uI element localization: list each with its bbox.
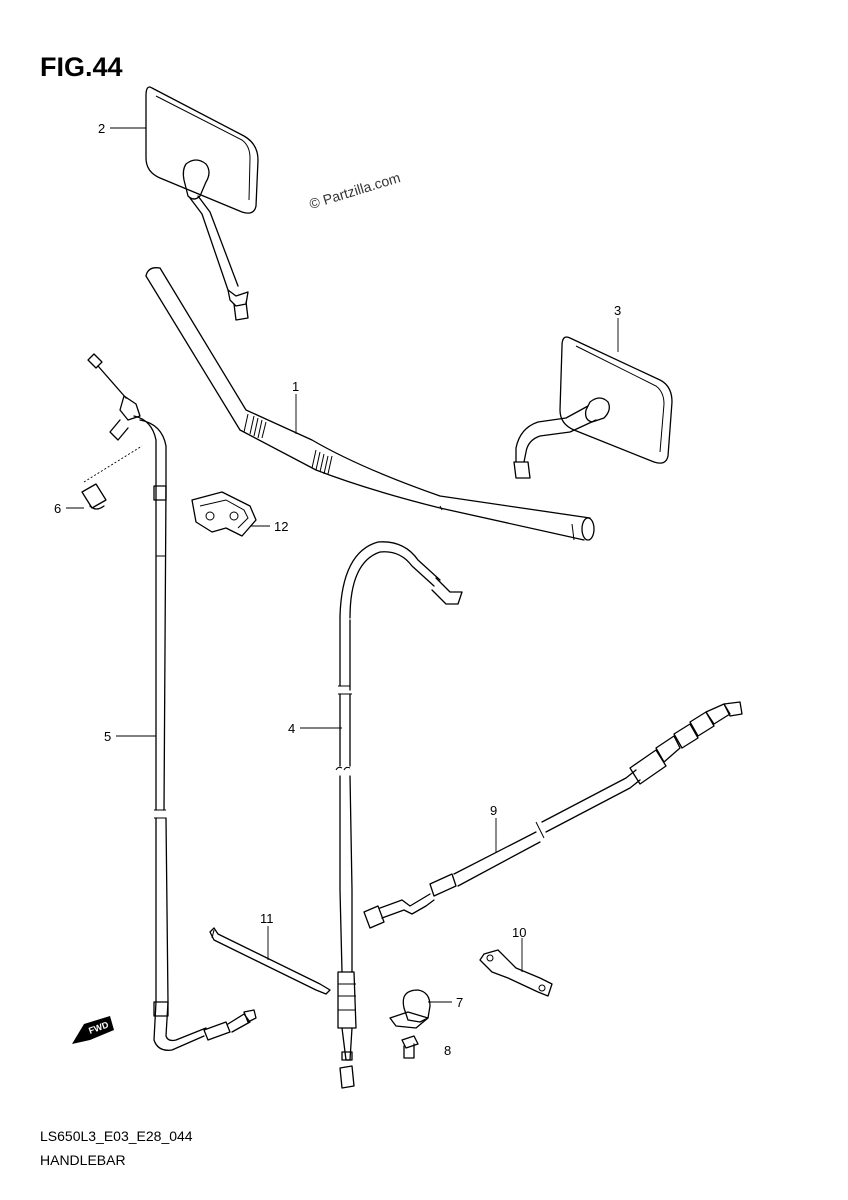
clutch-cable-9[interactable] [363, 701, 743, 929]
figure-label: FIG.44 [40, 52, 123, 82]
callout-6: 6 [54, 501, 62, 516]
bolt-8[interactable] [401, 1035, 419, 1059]
bracket-10[interactable] [479, 949, 553, 997]
callout-7: 7 [456, 995, 464, 1010]
callout-10: 10 [512, 925, 527, 940]
callout-5: 5 [104, 729, 112, 744]
diagram-caption: HANDLEBAR [40, 1152, 126, 1168]
right-mirror[interactable] [513, 336, 673, 479]
clamp-bracket-12[interactable] [191, 491, 257, 537]
cable-tie-11[interactable] [209, 927, 331, 995]
left-mirror[interactable] [145, 86, 259, 321]
clamp-7[interactable] [389, 989, 431, 1029]
callout-9: 9 [490, 803, 498, 818]
callout-11: 11 [260, 911, 274, 926]
callout-1: 1 [292, 379, 300, 394]
diagram-code: LS650L3_E03_E28_044 [40, 1128, 193, 1144]
throttle-cable-5[interactable] [87, 353, 257, 1051]
leader-lines [66, 127, 619, 1003]
callout-4: 4 [288, 721, 296, 736]
cable-4[interactable] [335, 541, 463, 1089]
fwd-arrow-icon: FWD [72, 1016, 114, 1044]
handlebar-tube[interactable] [145, 267, 595, 541]
callout-12: 12 [274, 519, 289, 534]
screw-6[interactable] [81, 445, 143, 510]
callout-2: 2 [98, 121, 106, 136]
callout-3: 3 [614, 303, 622, 318]
callout-8: 8 [444, 1043, 452, 1058]
